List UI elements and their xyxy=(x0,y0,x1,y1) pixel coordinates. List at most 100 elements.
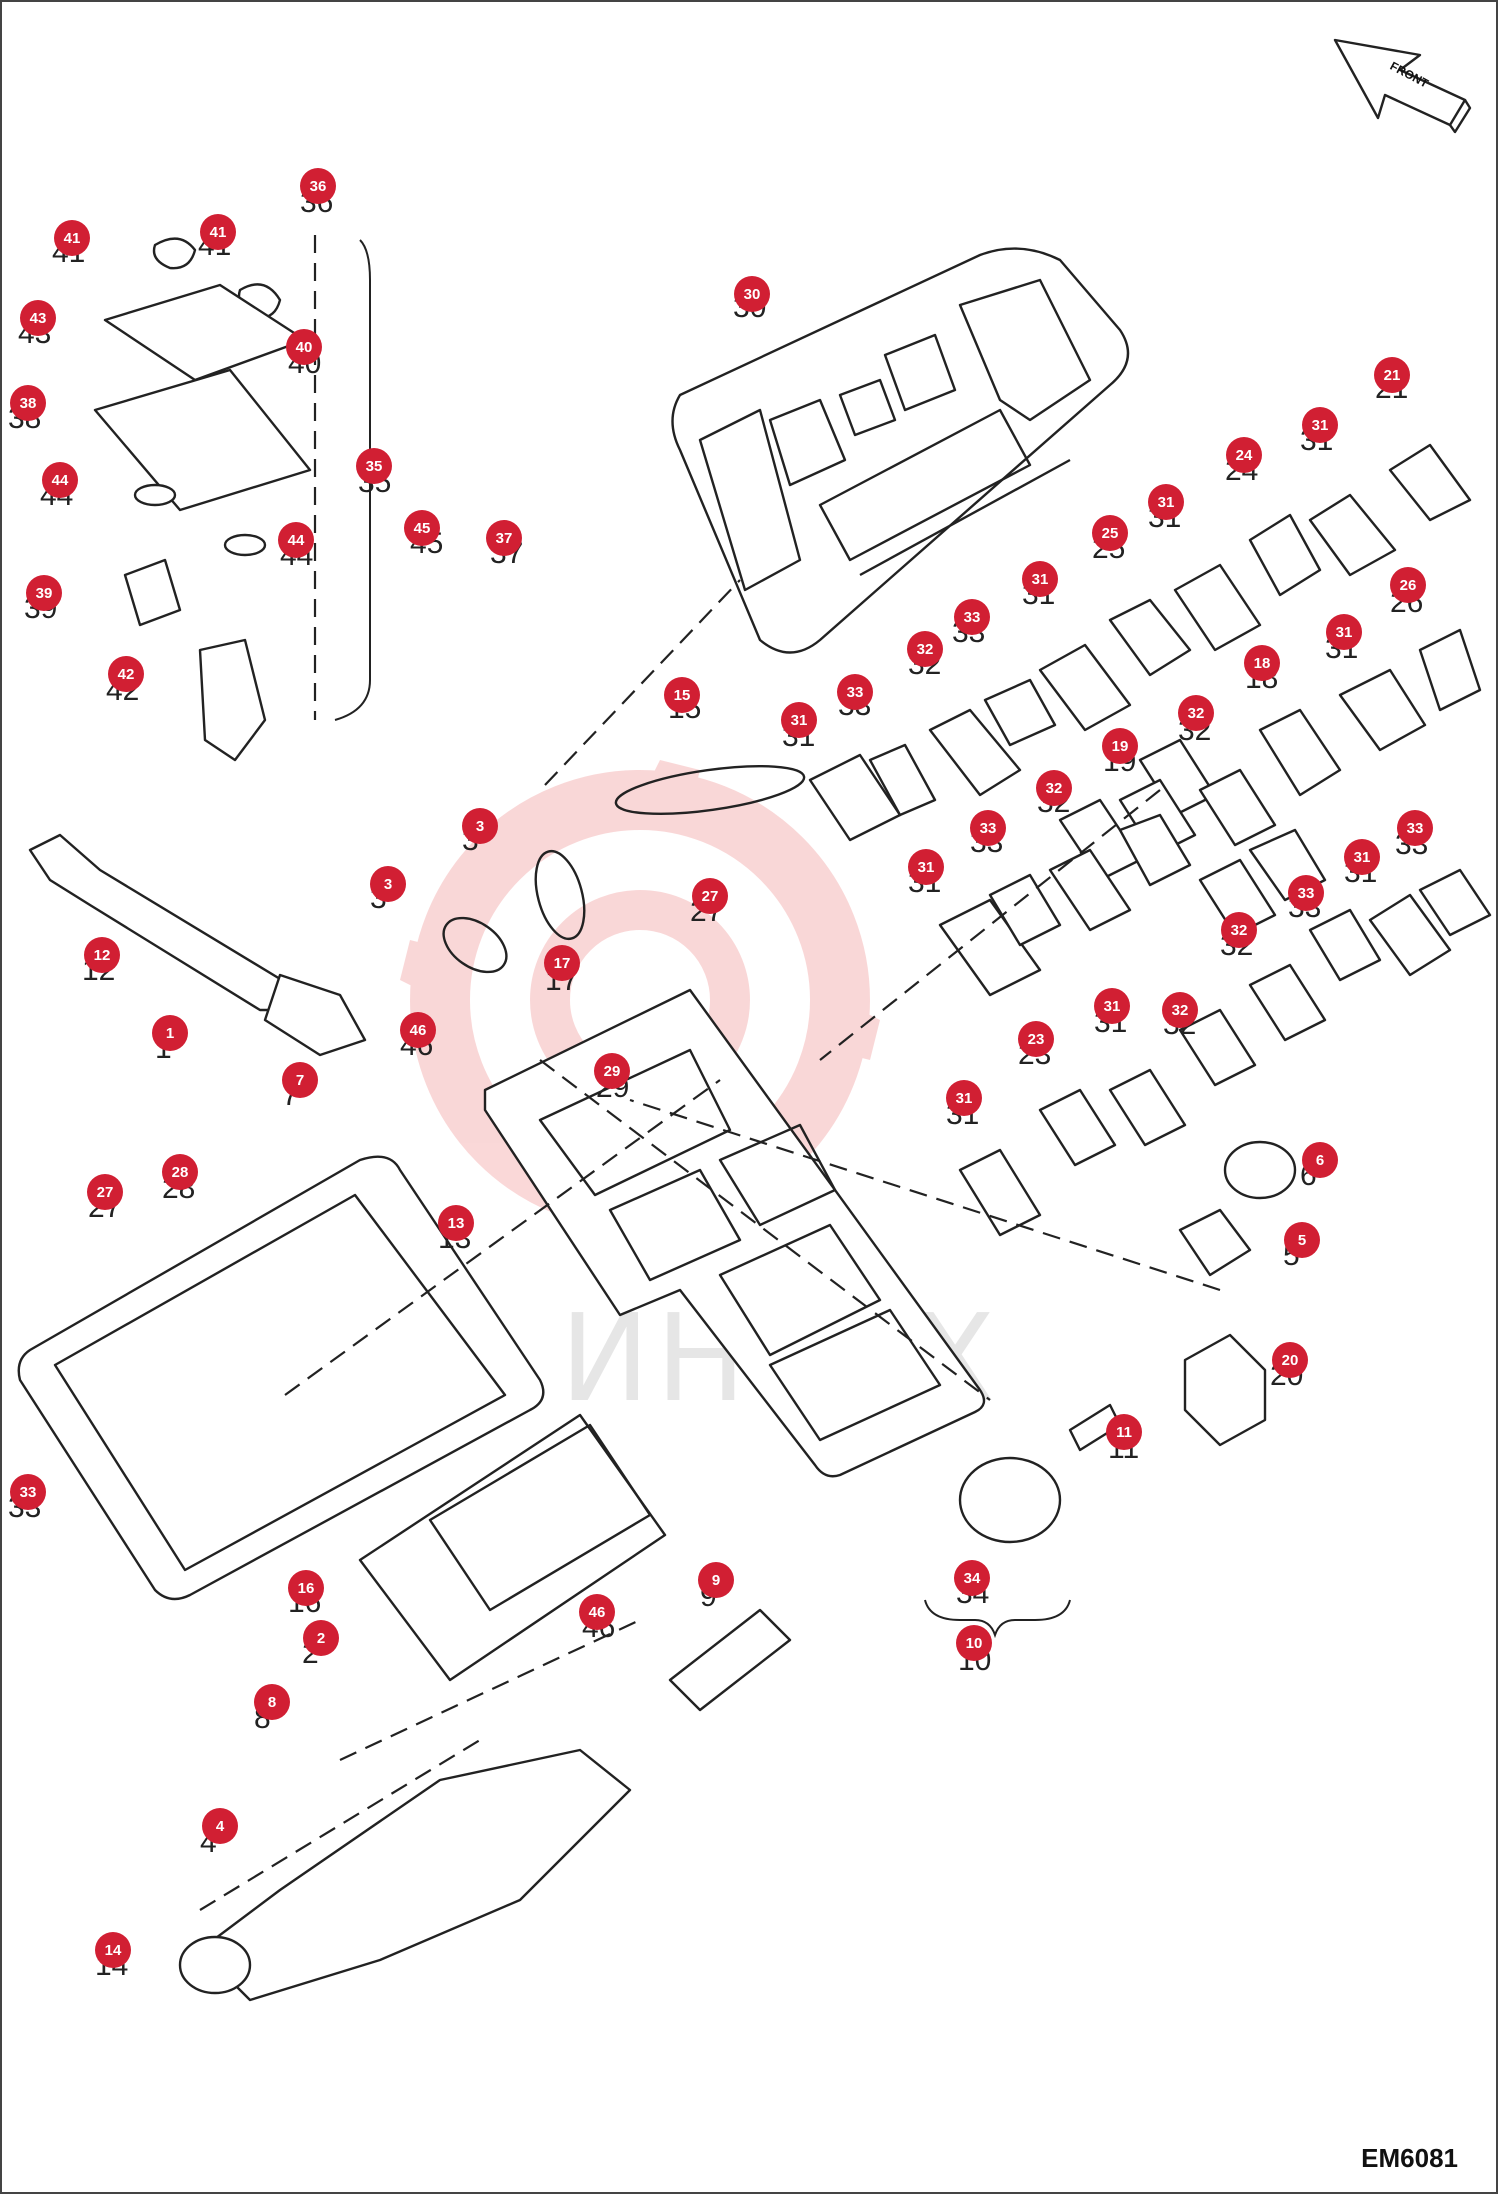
svg-text:31: 31 xyxy=(918,859,935,876)
part-badge-32[interactable]: 32 xyxy=(1036,770,1072,806)
part-badge-33[interactable]: 33 xyxy=(10,1474,46,1510)
part-badge-31[interactable]: 31 xyxy=(1302,407,1338,443)
svg-text:41: 41 xyxy=(64,230,81,247)
svg-text:39: 39 xyxy=(36,585,53,602)
part-badge-13[interactable]: 13 xyxy=(438,1205,474,1241)
part-badge-4[interactable]: 4 xyxy=(202,1808,238,1844)
part-badge-41[interactable]: 41 xyxy=(54,220,90,256)
part-badge-33[interactable]: 33 xyxy=(1397,810,1433,846)
svg-text:17: 17 xyxy=(554,955,571,972)
part-badge-9[interactable]: 9 xyxy=(698,1562,734,1598)
part-badge-31[interactable]: 31 xyxy=(946,1080,982,1116)
part-badge-40[interactable]: 40 xyxy=(286,329,322,365)
rocker-switches xyxy=(808,443,1492,1237)
svg-text:38: 38 xyxy=(20,395,37,412)
part-badge-29[interactable]: 29 xyxy=(594,1053,630,1089)
svg-text:6: 6 xyxy=(1316,1152,1324,1169)
key-switch-34 xyxy=(958,1403,1122,1544)
part-badge-32[interactable]: 32 xyxy=(1221,912,1257,948)
part-badge-32[interactable]: 32 xyxy=(1178,695,1214,731)
svg-text:34: 34 xyxy=(964,1570,981,1587)
part-badge-44[interactable]: 44 xyxy=(42,462,78,498)
svg-text:31: 31 xyxy=(1354,849,1371,866)
svg-text:32: 32 xyxy=(1172,1002,1189,1019)
svg-text:4: 4 xyxy=(216,1818,225,1835)
part-badge-6[interactable]: 6 xyxy=(1302,1142,1338,1178)
svg-text:42: 42 xyxy=(118,666,135,683)
svg-text:31: 31 xyxy=(1104,998,1121,1015)
part-badge-5[interactable]: 5 xyxy=(1284,1222,1320,1258)
svg-text:31: 31 xyxy=(1336,624,1353,641)
svg-text:14: 14 xyxy=(105,1942,122,1959)
svg-text:41: 41 xyxy=(210,224,227,241)
part-badge-33[interactable]: 33 xyxy=(970,810,1006,846)
part-badge-21[interactable]: 21 xyxy=(1374,357,1410,393)
part-badge-1[interactable]: 1 xyxy=(152,1015,188,1051)
part-badge-33[interactable]: 33 xyxy=(837,674,873,710)
svg-text:19: 19 xyxy=(1112,738,1129,755)
part-badge-41[interactable]: 41 xyxy=(200,214,236,250)
part-badge-24[interactable]: 24 xyxy=(1226,437,1262,473)
part-badge-46[interactable]: 46 xyxy=(579,1594,615,1630)
part-badge-27[interactable]: 27 xyxy=(692,878,728,914)
svg-text:31: 31 xyxy=(791,712,808,729)
svg-text:1: 1 xyxy=(166,1025,174,1042)
svg-text:30: 30 xyxy=(744,286,761,303)
part-badge-2[interactable]: 2 xyxy=(303,1620,339,1656)
part-badge-31[interactable]: 31 xyxy=(1148,484,1184,520)
part-badge-33[interactable]: 33 xyxy=(954,599,990,635)
part-badge-34[interactable]: 34 xyxy=(954,1560,990,1596)
svg-text:12: 12 xyxy=(94,947,111,964)
part-badge-42[interactable]: 42 xyxy=(108,656,144,692)
part-badge-15[interactable]: 15 xyxy=(664,677,700,713)
frame-28 xyxy=(17,1155,545,1601)
part-badge-31[interactable]: 31 xyxy=(1094,988,1130,1024)
svg-text:31: 31 xyxy=(1158,494,1175,511)
part-badge-43[interactable]: 43 xyxy=(20,300,56,336)
part-badge-27[interactable]: 27 xyxy=(87,1174,123,1210)
part-badge-10[interactable]: 10 xyxy=(956,1625,992,1661)
part-badge-31[interactable]: 31 xyxy=(1022,561,1058,597)
svg-text:43: 43 xyxy=(30,310,47,327)
part-badge-7[interactable]: 7 xyxy=(282,1062,318,1098)
part-badge-18[interactable]: 18 xyxy=(1244,645,1280,681)
part-badge-46[interactable]: 46 xyxy=(400,1012,436,1048)
part-badge-32[interactable]: 32 xyxy=(1162,992,1198,1028)
part-badge-31[interactable]: 31 xyxy=(1326,614,1362,650)
svg-text:37: 37 xyxy=(496,530,513,547)
part-badge-3[interactable]: 3 xyxy=(370,866,406,902)
part-badge-35[interactable]: 35 xyxy=(356,448,392,484)
part-badge-39[interactable]: 39 xyxy=(26,575,62,611)
cable-12 xyxy=(28,833,367,1057)
part-badge-38[interactable]: 38 xyxy=(10,385,46,421)
joystick-14 xyxy=(178,1608,792,2002)
svg-text:27: 27 xyxy=(97,1184,114,1201)
front-arrow: FRONT xyxy=(1333,38,1472,134)
part-badge-12[interactable]: 12 xyxy=(84,937,120,973)
part-badge-44[interactable]: 44 xyxy=(278,522,314,558)
part-badge-33[interactable]: 33 xyxy=(1288,875,1324,911)
part-badge-31[interactable]: 31 xyxy=(1344,839,1380,875)
part-badge-32[interactable]: 32 xyxy=(907,631,943,667)
part-badge-37[interactable]: 37 xyxy=(486,520,522,556)
part-badge-3[interactable]: 3 xyxy=(462,808,498,844)
display-panel-30 xyxy=(671,247,1130,654)
part-badge-30[interactable]: 30 xyxy=(734,276,770,312)
part-badge-36[interactable]: 36 xyxy=(300,168,336,204)
part-badge-26[interactable]: 26 xyxy=(1390,567,1426,603)
part-badge-20[interactable]: 20 xyxy=(1272,1342,1308,1378)
svg-text:26: 26 xyxy=(1400,577,1417,594)
part-badge-45[interactable]: 45 xyxy=(404,510,440,546)
part-badge-19[interactable]: 19 xyxy=(1102,728,1138,764)
part-badge-14[interactable]: 14 xyxy=(95,1932,131,1968)
svg-text:33: 33 xyxy=(847,684,864,701)
part-badge-8[interactable]: 8 xyxy=(254,1684,290,1720)
part-badge-28[interactable]: 28 xyxy=(162,1154,198,1190)
part-badge-31[interactable]: 31 xyxy=(781,702,817,738)
part-badge-11[interactable]: 11 xyxy=(1106,1414,1142,1450)
part-badge-17[interactable]: 17 xyxy=(544,945,580,981)
part-badge-25[interactable]: 25 xyxy=(1092,515,1128,551)
part-badge-31[interactable]: 31 xyxy=(908,849,944,885)
part-badge-23[interactable]: 23 xyxy=(1018,1021,1054,1057)
part-badge-16[interactable]: 16 xyxy=(288,1570,324,1606)
